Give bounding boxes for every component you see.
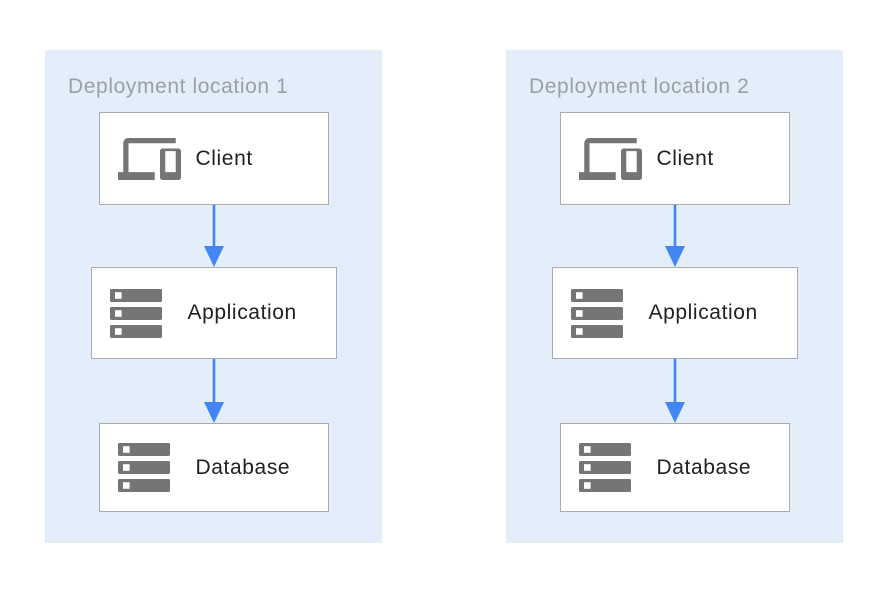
deployment-location-1-panel: Deployment location 1 Client	[45, 50, 382, 543]
application-node: Application	[551, 267, 798, 359]
arrow-down-icon	[664, 205, 685, 267]
arrow-down-icon	[203, 205, 224, 267]
arrow-down-icon	[664, 359, 685, 423]
client-node: Client	[559, 112, 790, 205]
node-label: Application	[187, 301, 297, 324]
node-label: Application	[648, 301, 758, 324]
node-label: Database	[195, 455, 291, 479]
server-stack-icon	[109, 288, 174, 338]
node-label: Client	[195, 146, 253, 170]
node-label: Client	[656, 146, 714, 170]
database-node: Database	[559, 423, 790, 512]
application-node: Application	[90, 267, 337, 359]
deployment-location-2-panel: Deployment location 2 Client	[506, 50, 843, 543]
server-stack-icon	[117, 443, 182, 492]
node-label: Database	[656, 455, 752, 479]
server-stack-icon	[578, 443, 643, 492]
panel-title: Deployment location 2	[529, 75, 750, 98]
arrow-down-icon	[203, 359, 224, 423]
panel-title: Deployment location 1	[68, 75, 289, 98]
database-node: Database	[98, 423, 329, 512]
client-node: Client	[98, 112, 329, 205]
devices-icon	[117, 137, 182, 180]
server-stack-icon	[570, 288, 635, 338]
devices-icon	[578, 137, 643, 180]
